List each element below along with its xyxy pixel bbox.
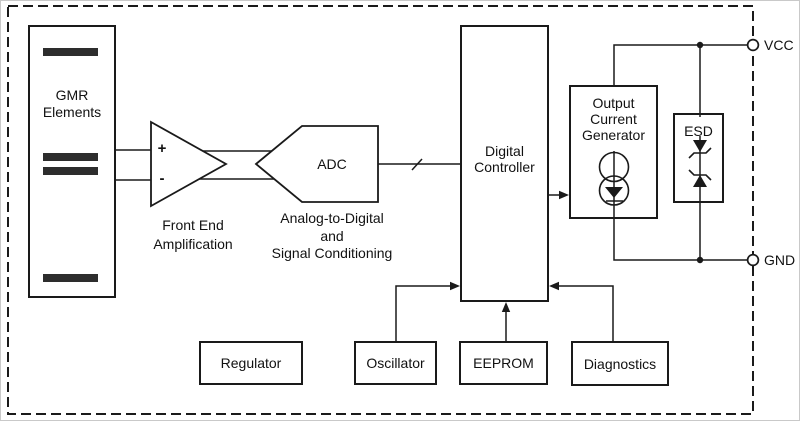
vcc-pin-terminal-icon bbox=[746, 38, 760, 52]
gmr-bar-icon bbox=[43, 48, 98, 56]
wire-ocg-to-vcc bbox=[613, 44, 748, 85]
oscillator-block: Oscillator bbox=[354, 341, 437, 385]
current-source-circle-top bbox=[598, 151, 630, 183]
gnd-pin-label: GND bbox=[764, 252, 796, 268]
adc-label: ADC bbox=[317, 156, 347, 172]
chip-boundary-dashed-border bbox=[7, 5, 754, 415]
gmr-elements-block: GMR Elements bbox=[28, 25, 116, 298]
gmr-element-bars bbox=[43, 48, 98, 282]
zener-diodes-icon bbox=[688, 140, 712, 187]
wire-oscillator-to-controller bbox=[395, 285, 451, 341]
digital-controller-block: Digital Controller bbox=[460, 25, 549, 302]
adc-signal-conditioning-caption: Analog-to-Digital and Signal Conditionin… bbox=[271, 210, 393, 261]
diagnostics-label: Diagnostics bbox=[583, 355, 657, 372]
oscillator-label: Oscillator bbox=[366, 355, 425, 371]
eeprom-block: EEPROM bbox=[459, 341, 548, 385]
zener-bottom-triangle bbox=[693, 175, 707, 187]
junction-dot bbox=[696, 41, 704, 49]
digital-controller-label: Digital Controller bbox=[474, 143, 535, 175]
gmr-bar-icon bbox=[43, 274, 98, 282]
current-source-circle-bottom bbox=[598, 175, 630, 206]
current-direction-arrow-icon bbox=[605, 187, 623, 198]
gmr-bar-icon bbox=[43, 153, 98, 161]
front-end-amplification-caption: Front End Amplification bbox=[153, 217, 233, 252]
vcc-pin-label: VCC bbox=[764, 37, 794, 53]
zener-top-triangle bbox=[693, 140, 707, 152]
bus-slash-mark bbox=[411, 158, 423, 171]
zener-top-bar bbox=[688, 147, 712, 159]
junction-dot bbox=[696, 256, 704, 264]
esd-label: ESD bbox=[684, 123, 713, 139]
arrowhead-into-controller-left bbox=[450, 281, 460, 291]
diagnostics-block: Diagnostics bbox=[571, 341, 669, 386]
gmr-bar-icon bbox=[43, 167, 98, 175]
amp-plus-sign: + bbox=[157, 140, 167, 157]
regulator-label: Regulator bbox=[220, 355, 282, 371]
gmr-elements-label: GMR Elements bbox=[42, 87, 102, 120]
regulator-block: Regulator bbox=[199, 341, 303, 385]
adc-pentagon-shape bbox=[254, 125, 379, 203]
arrowhead-into-controller-right bbox=[549, 281, 559, 291]
amp-minus-sign: - bbox=[159, 170, 165, 187]
output-current-generator-label: Output Current Generator bbox=[581, 95, 646, 143]
opamp-triangle-icon bbox=[150, 120, 228, 208]
eeprom-label: EEPROM bbox=[473, 355, 534, 371]
arrowhead-into-ocg bbox=[559, 190, 569, 200]
esd-block: ESD bbox=[673, 113, 724, 203]
arrowhead-group bbox=[450, 190, 569, 312]
wire-diagnostics-to-controller bbox=[558, 285, 614, 341]
output-current-generator-block: Output Current Generator bbox=[569, 85, 658, 219]
gnd-pin-terminal-icon bbox=[746, 253, 760, 267]
current-source-icon bbox=[598, 151, 630, 206]
arrowhead-into-controller-bottom bbox=[501, 302, 511, 312]
